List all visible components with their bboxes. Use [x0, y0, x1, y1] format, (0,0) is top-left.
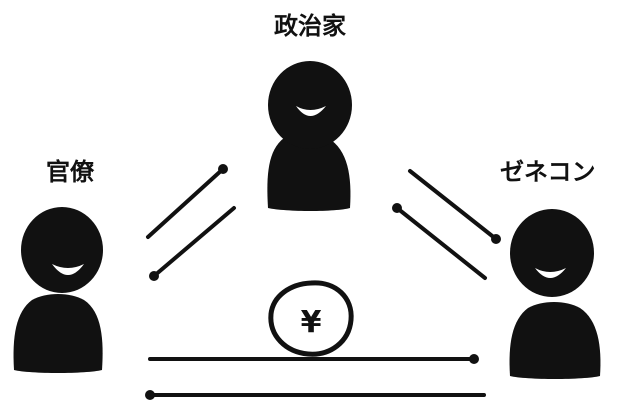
contractor-label: ゼネコン [500, 158, 596, 186]
bureaucrat-person-icon [13, 207, 103, 373]
bureaucrat-contractor-connector [145, 354, 486, 400]
politician-contractor-connector [392, 169, 501, 280]
politician-label: 政治家 [274, 12, 346, 40]
yen-symbol: ¥ [301, 305, 322, 340]
bureaucrat-politician-connector [146, 164, 236, 281]
yen-coin-icon: ¥ [268, 280, 354, 357]
politician-person-icon [267, 61, 352, 211]
bureaucrat-label: 官僚 [46, 158, 94, 186]
contractor-person-icon [509, 209, 601, 379]
